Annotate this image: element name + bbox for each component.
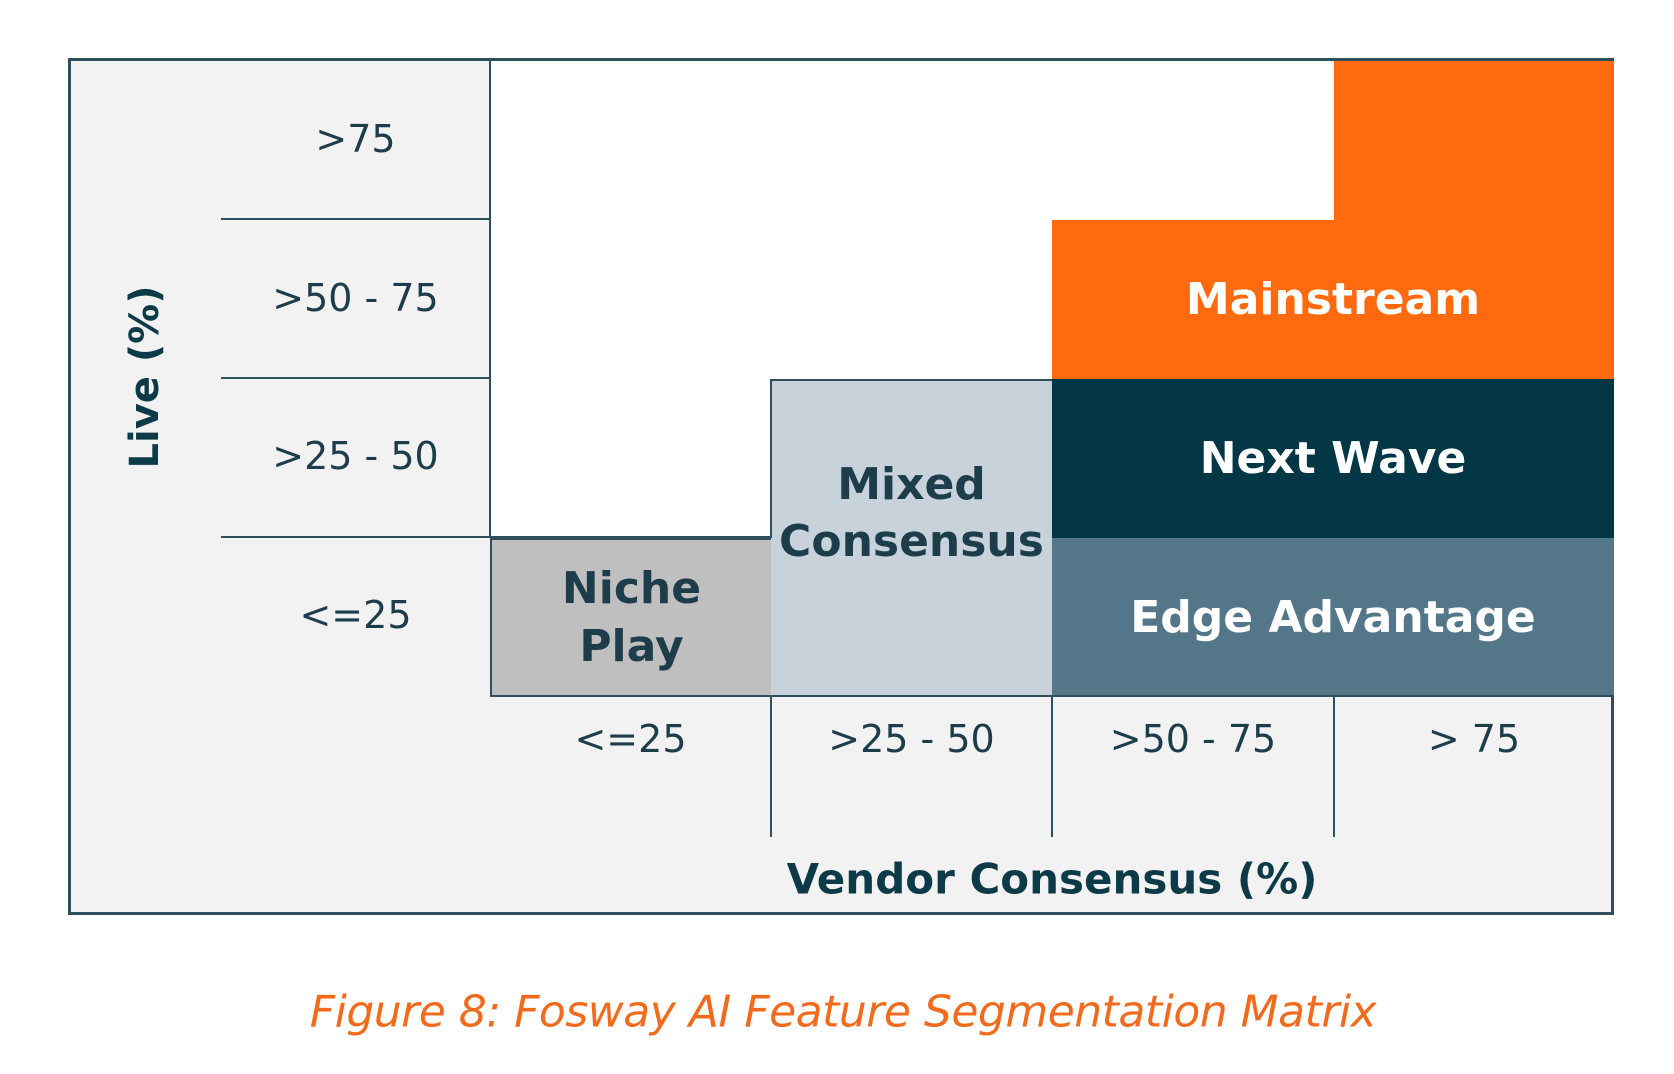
segment-mixed-consensus: Mixed Consensus — [771, 379, 1052, 697]
segment-next-wave: Next Wave — [1052, 379, 1614, 538]
y-tick-label: >25 - 50 — [272, 434, 439, 478]
segment-next-wave-label: Next Wave — [1199, 432, 1467, 484]
x-tick-label: <=25 — [574, 717, 687, 761]
y-tick-label: >75 — [315, 117, 396, 161]
step-line-mixed-left — [770, 379, 772, 538]
segment-mainstream: Mainstream — [1052, 220, 1614, 379]
x-tick-label: >50 - 75 — [1109, 717, 1277, 761]
figure-caption: Figure 8: Fosway AI Feature Segmentation… — [309, 986, 1377, 1038]
step-line-niche-top — [490, 536, 771, 538]
row-divider-2 — [221, 377, 490, 379]
step-line-mixed-top — [771, 379, 1052, 381]
x-axis-title: Vendor Consensus (%) — [786, 854, 1318, 904]
col-divider-1 — [770, 697, 772, 837]
segment-edge-advantage: Edge Advantage — [1052, 538, 1614, 697]
col-divider-3 — [1333, 697, 1335, 837]
x-tick-label: >25 - 50 — [828, 717, 995, 761]
y-tick-label: >50 - 75 — [272, 276, 439, 320]
row-divider-1 — [221, 218, 490, 220]
segment-edge-advantage-label: Edge Advantage — [1130, 591, 1536, 643]
segment-mainstream-top — [1334, 61, 1614, 220]
segment-niche-play: Niche Play — [490, 538, 771, 697]
x-tick-label: > 75 — [1427, 717, 1521, 761]
matrix-bottom-border — [490, 695, 1614, 697]
segment-mixed-consensus-label: Mixed Consensus — [779, 458, 1044, 567]
segment-mainstream-label: Mainstream — [1185, 273, 1481, 325]
matrix-frame: Mainstream Next Wave Edge Advantage Mixe… — [68, 58, 1614, 915]
y-tick-label: <=25 — [299, 593, 412, 637]
y-axis-title: Live (%) — [122, 285, 168, 469]
row-divider-3 — [221, 536, 490, 538]
matrix-left-border — [489, 61, 491, 538]
segment-niche-play-label: Niche Play — [561, 563, 702, 672]
col-divider-2 — [1051, 697, 1053, 837]
